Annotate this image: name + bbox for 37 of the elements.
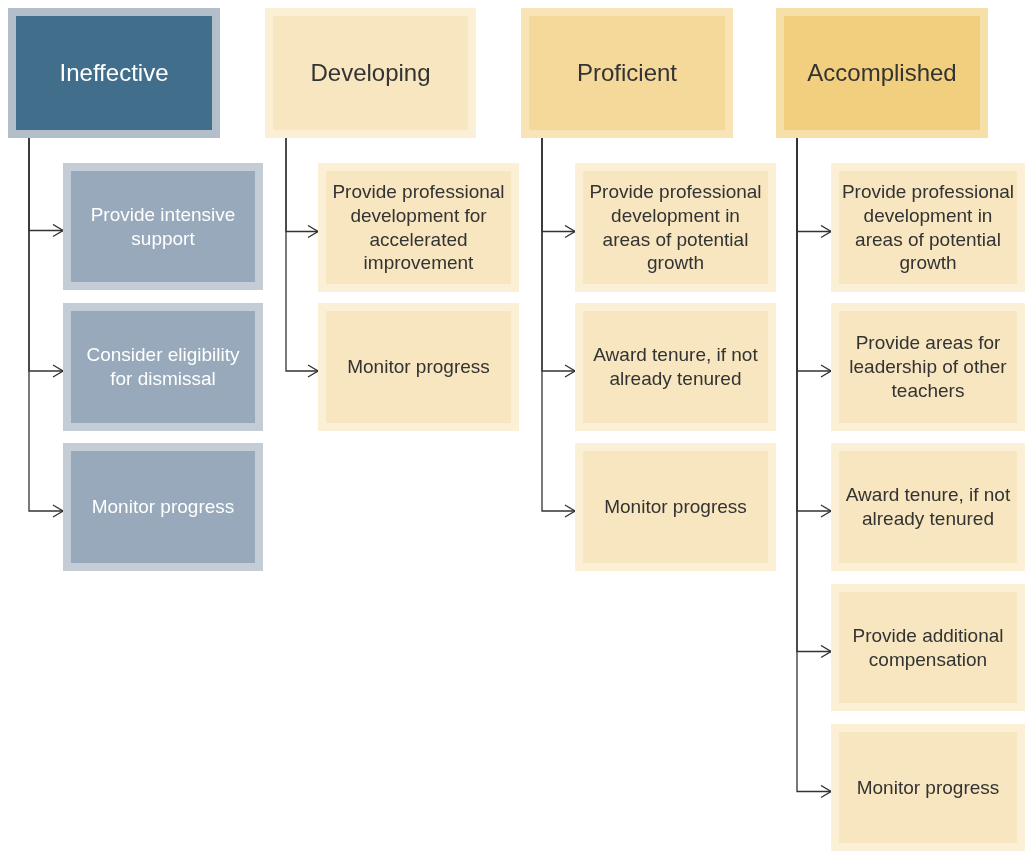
connector-arrow <box>285 137 319 378</box>
action-label: Award tenure, if not already tenured <box>844 483 1012 531</box>
action-box <box>831 584 1025 711</box>
level-label: Developing <box>310 59 431 87</box>
action-box <box>831 724 1025 851</box>
action-box <box>575 443 776 571</box>
action-label: Provide professional development for accelerated improvement <box>331 180 506 275</box>
action-box <box>831 303 1025 431</box>
action-box <box>575 303 776 431</box>
action-label: Provide areas for leadership of other teachers <box>848 331 1008 403</box>
action-box <box>831 163 1025 292</box>
action-box <box>63 303 263 431</box>
level-box <box>776 8 988 138</box>
action-box <box>63 163 263 290</box>
action-label: Monitor progress <box>90 495 236 519</box>
level-label: Proficient <box>576 59 677 87</box>
connector-arrow <box>541 137 576 518</box>
action-label: Monitor progress <box>346 355 491 379</box>
action-box <box>318 303 519 431</box>
action-label: Provide additional compensation <box>851 623 1005 672</box>
action-label: Monitor progress <box>603 495 748 519</box>
connector-arrow <box>28 137 64 518</box>
action-label: Consider eligibility for dismissal <box>85 343 241 391</box>
action-label: Award tenure, if not already tenured <box>592 343 759 391</box>
action-label: Provide professional development in areas of potential growth <box>840 180 1016 275</box>
action-label: Monitor progress <box>855 775 1001 800</box>
level-box <box>265 8 476 138</box>
action-label: Provide professional development in areas of potential growth <box>588 180 763 275</box>
level-box <box>8 8 220 138</box>
level-box <box>521 8 733 138</box>
level-label: Accomplished <box>807 59 957 87</box>
action-box <box>831 443 1025 571</box>
action-box <box>63 443 263 571</box>
action-box <box>318 163 519 292</box>
level-label: Ineffective <box>59 59 169 87</box>
action-box <box>575 163 776 292</box>
action-label: Provide intensive support <box>89 202 237 251</box>
